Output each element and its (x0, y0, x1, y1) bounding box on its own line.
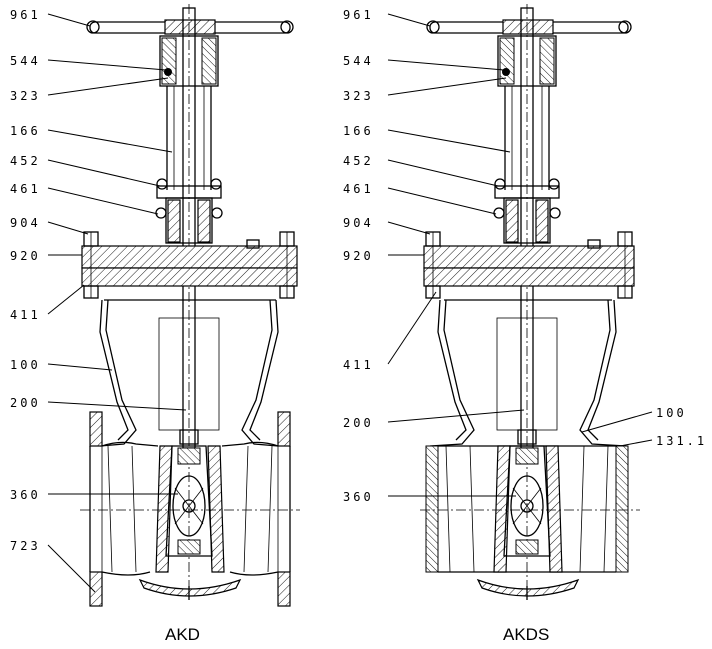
part-label-452: 452 (10, 154, 41, 168)
part-label-166: 166 (343, 124, 374, 138)
leader-lines-akd (47, 13, 187, 593)
bore-and-seats (80, 441, 300, 600)
handwheel-961 (86, 19, 294, 35)
part-label-323: 323 (343, 89, 374, 103)
caption-akds: AKDS (503, 625, 549, 644)
part-label-200: 200 (343, 416, 374, 430)
valve-akds (387, 4, 653, 600)
bore-and-seats (420, 445, 640, 600)
part-label-544: 544 (343, 54, 374, 68)
wedge-360 (503, 429, 551, 557)
labels-akd: 961 544 323 166 452 461 904 920 411 100 … (10, 8, 200, 644)
part-label-920: 920 (10, 249, 41, 263)
part-label-411: 411 (10, 308, 41, 322)
part-label-452: 452 (343, 154, 374, 168)
part-label-166: 166 (10, 124, 41, 138)
cover-flange (81, 231, 298, 301)
part-label-360: 360 (10, 488, 41, 502)
part-label-461: 461 (343, 182, 374, 196)
part-label-904: 904 (10, 216, 41, 230)
wedge-360 (165, 429, 213, 557)
handwheel-961 (426, 19, 632, 35)
part-label-544: 544 (10, 54, 41, 68)
part-label-961: 961 (10, 8, 41, 22)
part-label-904: 904 (343, 216, 374, 230)
part-label-360: 360 (343, 490, 374, 504)
part-label-461: 461 (10, 182, 41, 196)
caption-akd: AKD (165, 625, 200, 644)
yoke-166 (493, 35, 561, 244)
part-label-920: 920 (343, 249, 374, 263)
part-label-100: 100 (10, 358, 41, 372)
leader-lines-akds (387, 13, 653, 497)
part-label-200: 200 (10, 396, 41, 410)
cover-flange (423, 231, 635, 301)
valve-body-100 (429, 299, 627, 447)
part-label-100: 100 (656, 406, 687, 420)
part-label-411: 411 (343, 358, 374, 372)
labels-akds: 961 544 323 166 452 461 904 920 411 200 … (343, 8, 707, 644)
valve-body-100 (99, 299, 279, 447)
part-label-723: 723 (10, 539, 41, 553)
part-label-131-1: 131.1 (656, 434, 707, 448)
part-label-961: 961 (343, 8, 374, 22)
valve-akd (47, 4, 300, 607)
part-label-323: 323 (10, 89, 41, 103)
end-flanges-723 (89, 411, 291, 607)
